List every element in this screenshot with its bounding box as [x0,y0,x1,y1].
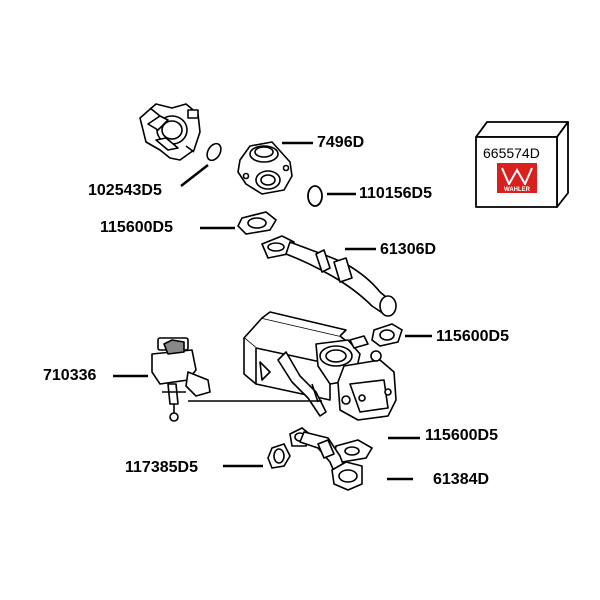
egr-valve-part [237,141,293,195]
label-115600D5-lower: 115600D5 [425,427,498,444]
kit-part-number: 665574D [483,145,540,161]
leader-lines [113,141,432,481]
gasket-right-part [371,323,403,347]
gasket-upper-part [237,211,278,235]
label-710336: 710336 [43,367,97,384]
label-102543D5: 102543D5 [88,182,162,199]
label-115600D5-upper: 115600D5 [100,219,173,236]
egr-cooler-part [243,311,397,421]
label-61384D: 61384D [433,471,490,488]
label-61306D: 61306D [380,241,437,258]
leader-line-102543D5 [180,164,209,187]
svg-text:WAHLER: WAHLER [504,187,531,193]
label-117385D5: 117385D5 [125,459,198,476]
o-ring-small [206,142,222,162]
actuator-part [151,337,211,422]
gasket-small-part [267,443,291,469]
pipe-lower-part [299,431,363,491]
wahler-logo: WAHLER [497,163,537,193]
throttle-body-part [139,103,201,161]
label-115600D5-right: 115600D5 [436,328,509,345]
pipe-upper-part [261,235,397,317]
o-ring-part [307,185,323,207]
label-7496D: 7496D [317,134,365,151]
label-110156D5: 110156D5 [359,185,432,202]
